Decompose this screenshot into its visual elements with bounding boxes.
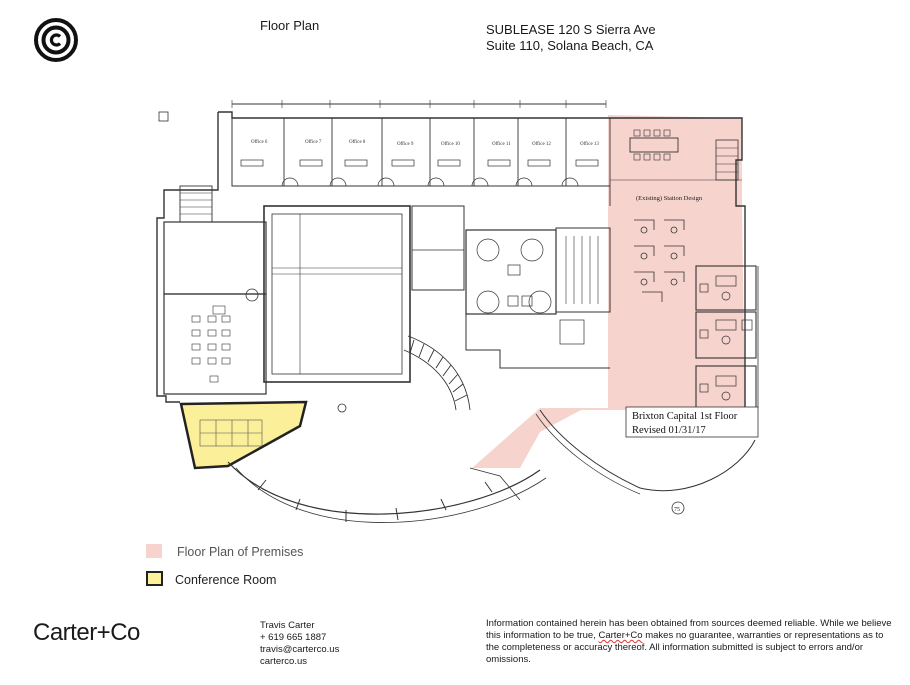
office-label: Office 8	[349, 140, 366, 145]
plan-title-line-2: Revised 01/31/17	[632, 425, 706, 436]
contact-email[interactable]: travis@carterco.us	[260, 644, 340, 655]
plan-title-line-1: Brixton Capital 1st Floor	[632, 411, 738, 422]
office-label: Office 7	[305, 140, 322, 145]
office-label: Office 10	[441, 142, 460, 147]
page-title: Floor Plan	[260, 18, 320, 33]
brand-logo-text: Carter+Co	[33, 619, 140, 646]
contact-website[interactable]: carterco.us	[260, 656, 307, 667]
contact-phone[interactable]: + 619 665 1887	[260, 632, 327, 643]
premises-legend-label: Floor Plan of Premises	[177, 545, 304, 559]
station-design-label: (Existing) Station Design	[636, 195, 703, 202]
disclaimer-part-2: makes no guarantee, warranties or repres…	[486, 630, 884, 665]
contact-name: Travis Carter	[260, 620, 315, 631]
disclaimer-brand: Carter+Co	[598, 630, 643, 641]
floor-plan-drawing: Office 6 Office 7 Office 8 Office 9 Offi…	[156, 100, 759, 523]
premises-legend-swatch	[146, 544, 162, 558]
plan-title-block	[625, 406, 759, 438]
conference-area	[179, 400, 308, 470]
office-label: Office 9	[397, 142, 414, 147]
marker-label: 75	[674, 507, 680, 513]
conference-legend-label: Conference Room	[175, 573, 277, 587]
office-label: Office 11	[492, 142, 511, 147]
contact-block: Travis Carter + 619 665 1887 travis@cart…	[260, 620, 339, 668]
address-line-1: SUBLEASE 120 S Sierra Ave	[486, 22, 656, 37]
copyright-circle-logo-icon	[34, 18, 78, 62]
conference-legend-swatch	[146, 571, 163, 586]
disclaimer-part-1: Information contained herein has been ob…	[486, 618, 892, 641]
address-line-2: Suite 110, Solana Beach, CA	[486, 38, 654, 53]
premises-area	[472, 115, 745, 468]
office-label: Office 12	[532, 142, 551, 147]
office-label: Office 13	[580, 142, 599, 147]
office-label: Office 6	[251, 140, 268, 145]
disclaimer-text: Information contained herein has been ob…	[486, 618, 896, 666]
